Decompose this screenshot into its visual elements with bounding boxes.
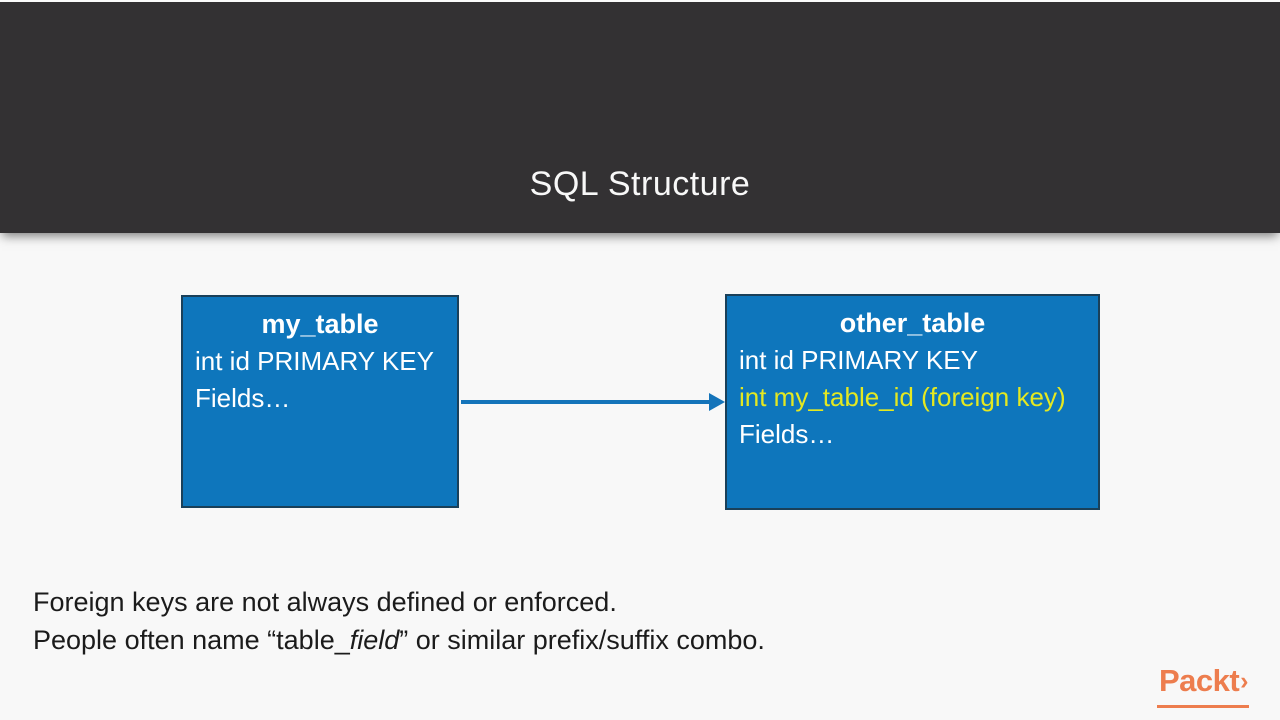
note-line-1: Foreign keys are not always defined or e… [33, 587, 617, 617]
note-line-2: People often name “table_field” or simil… [33, 621, 765, 659]
table-name-my-table: my_table [261, 309, 379, 339]
table-row-foreign-key: int my_table_id (foreign key) [739, 382, 1066, 412]
note-line-2-suffix: ” or similar prefix/suffix combo. [399, 625, 765, 655]
chevron-right-icon: › [1240, 667, 1248, 695]
notes: Foreign keys are not always defined or e… [33, 583, 765, 659]
slide-header: SQL Structure [0, 0, 1280, 233]
packt-logo: Packt› [1156, 663, 1249, 708]
table-row: Fields… [195, 383, 291, 413]
table-row: Fields… [739, 419, 835, 449]
table-row: int id PRIMARY KEY [739, 345, 978, 375]
relation-arrow-line [461, 400, 711, 404]
slide-title: SQL Structure [529, 165, 751, 203]
note-line-2-prefix: People often name “table_ [33, 625, 350, 655]
table-row: int id PRIMARY KEY [195, 346, 434, 376]
relation-arrow-head-icon [709, 393, 725, 411]
note-line-2-italic: field [349, 625, 400, 655]
table-box-other-table: other_table int id PRIMARY KEY int my_ta… [725, 294, 1100, 510]
table-box-my-table: my_table int id PRIMARY KEY Fields… [181, 295, 459, 508]
table-name-other-table: other_table [839, 308, 986, 338]
packt-logo-text: Packt [1158, 663, 1240, 698]
